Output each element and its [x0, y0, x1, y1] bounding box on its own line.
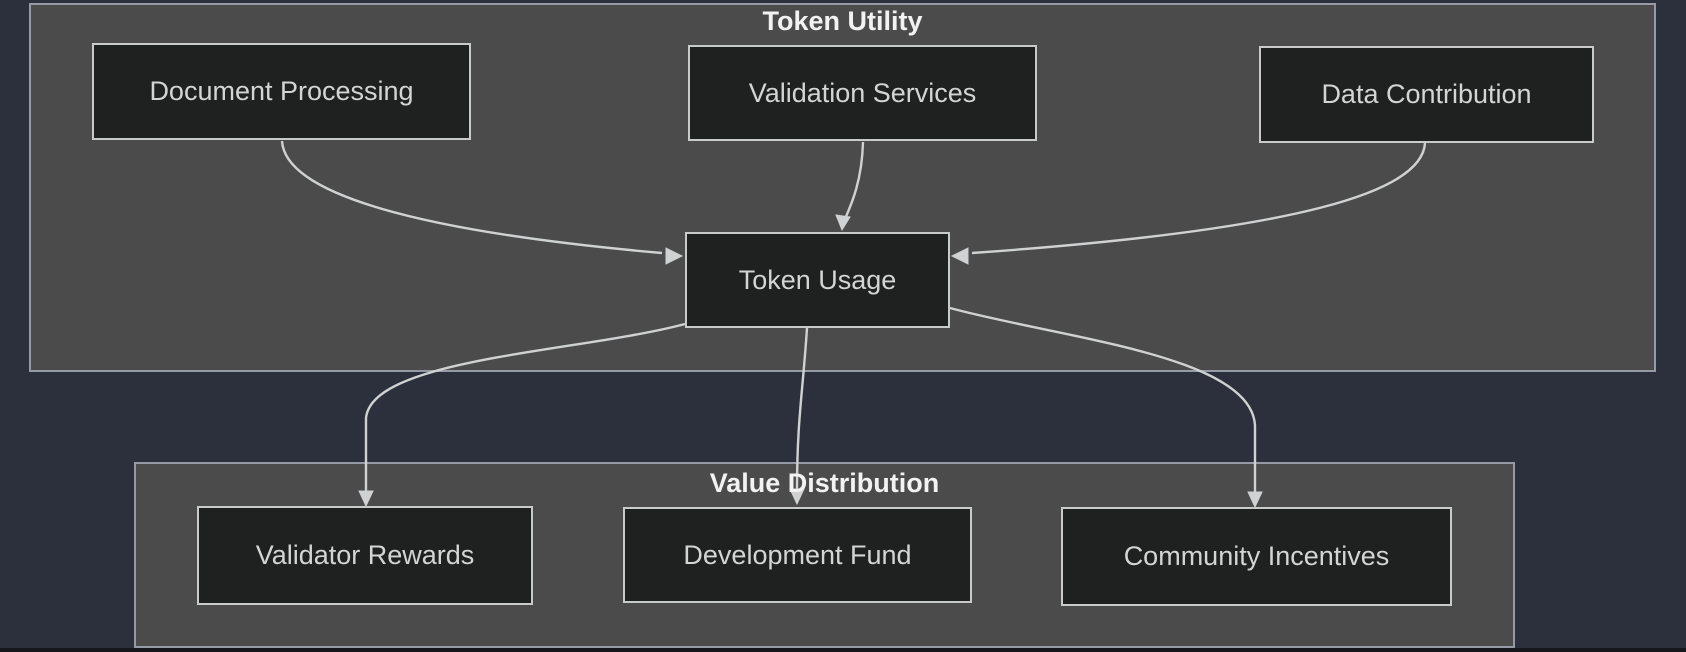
node-validator-rewards: Validator Rewards: [197, 506, 533, 605]
node-development-fund: Development Fund: [623, 507, 972, 603]
cluster-title-token-utility: Token Utility: [762, 6, 923, 36]
node-community-incentives: Community Incentives: [1061, 507, 1452, 606]
bottom-edge-strip: [0, 648, 1686, 652]
node-document-processing: Document Processing: [92, 43, 471, 140]
cluster-title-value-distribution: Value Distribution: [709, 468, 940, 498]
node-data-contribution: Data Contribution: [1259, 46, 1594, 143]
node-token-usage: Token Usage: [685, 232, 950, 328]
node-validation-services: Validation Services: [688, 45, 1037, 141]
